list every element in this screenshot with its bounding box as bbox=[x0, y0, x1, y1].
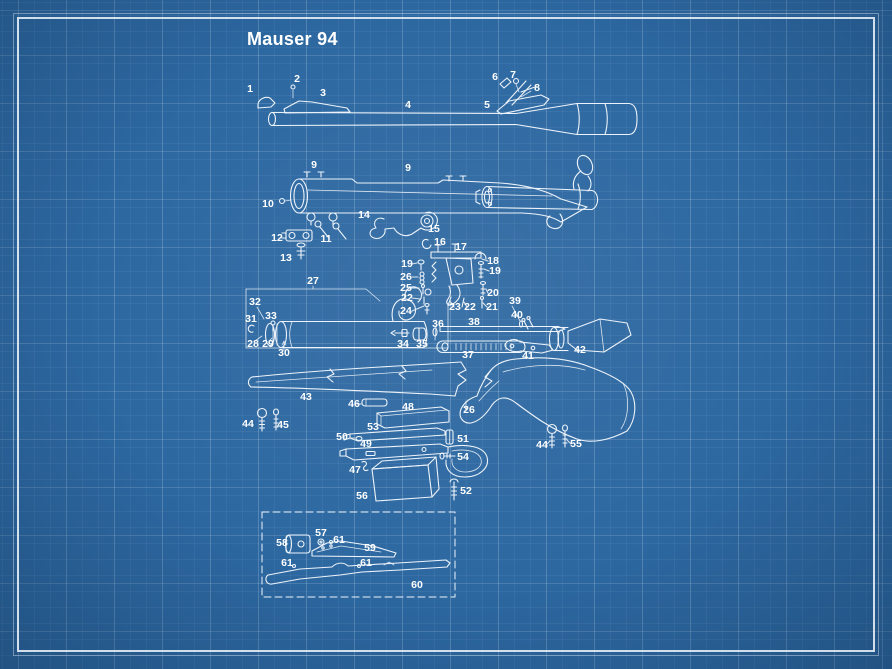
part-number-label: 13 bbox=[280, 252, 292, 264]
part-number-label: 46 bbox=[348, 398, 360, 410]
part-number-label: 48 bbox=[402, 401, 414, 413]
part-number-label: 3 bbox=[320, 87, 326, 99]
part-number-label: 5 bbox=[484, 99, 490, 111]
diagram-title: Mauser 94 bbox=[247, 29, 338, 49]
part-number-label: 10 bbox=[262, 198, 274, 210]
part-number-label: 53 bbox=[367, 421, 379, 433]
small-parts-group bbox=[256, 398, 569, 502]
receiver-group bbox=[278, 171, 588, 260]
cleaning-rod-box bbox=[261, 511, 456, 598]
part-number-label: 12 bbox=[271, 232, 283, 244]
part-number-label: 16 bbox=[434, 236, 446, 248]
part-number-label: 15 bbox=[428, 223, 440, 235]
part-number-label: 32 bbox=[249, 296, 261, 308]
part-number-label: 41 bbox=[522, 350, 534, 362]
part-number-label: 19 bbox=[489, 265, 501, 277]
part-number-label: 2 bbox=[294, 73, 300, 85]
part-number-label: 4 bbox=[405, 99, 411, 111]
part-number-label: 20 bbox=[487, 287, 499, 299]
magazine-tube-group bbox=[245, 285, 449, 351]
part-number-label: 54 bbox=[457, 451, 469, 463]
part-number-label: 47 bbox=[349, 464, 361, 476]
part-number-label: 11 bbox=[320, 233, 331, 245]
part-number-label: 19 bbox=[401, 258, 413, 270]
part-number-label: 29 bbox=[262, 338, 274, 350]
part-number-label: 61 bbox=[281, 557, 293, 569]
part-number-label: 28 bbox=[247, 338, 259, 350]
leader-lines bbox=[356, 258, 572, 446]
part-number-label: 21 bbox=[486, 301, 498, 313]
front-sight-group bbox=[257, 84, 351, 114]
part-number-label: 31 bbox=[245, 313, 257, 325]
part-number-label: 60 bbox=[411, 579, 423, 591]
part-number-label: 14 bbox=[358, 209, 370, 221]
part-number-label: 40 bbox=[511, 309, 523, 321]
part-number-label: 35 bbox=[416, 338, 428, 350]
part-number-label: 8 bbox=[534, 82, 540, 94]
part-number-label: 9 bbox=[311, 159, 317, 171]
part-number-label: 61 bbox=[333, 534, 345, 546]
part-number-label: 49 bbox=[360, 438, 372, 450]
part-number-label: 33 bbox=[265, 310, 277, 322]
part-number-label: 57 bbox=[315, 527, 327, 539]
part-number-label: 44 bbox=[536, 439, 548, 451]
striker-group bbox=[548, 318, 632, 353]
part-number-label: 56 bbox=[356, 490, 368, 502]
part-number-label: 24 bbox=[400, 305, 412, 317]
barrel bbox=[267, 102, 638, 136]
part-number-label: 37 bbox=[462, 349, 474, 361]
carrier-group bbox=[390, 305, 566, 354]
part-number-label: 25 bbox=[400, 282, 412, 294]
part-number-label: 39 bbox=[509, 295, 521, 307]
part-number-label: 34 bbox=[397, 338, 409, 350]
part-number-label: 36 bbox=[432, 318, 444, 330]
part-number-label: 26 bbox=[463, 404, 475, 416]
part-number-label: 38 bbox=[468, 316, 480, 328]
part-number-label: 9 bbox=[405, 162, 411, 174]
rear-sight-group bbox=[496, 77, 550, 115]
part-number-label: 61 bbox=[360, 557, 372, 569]
part-number-label: 43 bbox=[300, 391, 312, 403]
part-number-label: 1 bbox=[247, 83, 253, 95]
part-number-label: 45 bbox=[277, 419, 289, 431]
stock-group bbox=[247, 357, 636, 442]
part-number-label: 52 bbox=[460, 485, 472, 497]
part-number-label: 7 bbox=[510, 69, 516, 81]
part-number-label: 18 bbox=[487, 255, 499, 267]
part-number-label: 59 bbox=[364, 542, 376, 554]
part-number-label: 17 bbox=[455, 241, 467, 253]
part-number-label: 23 bbox=[449, 301, 461, 313]
part-number-label: 58 bbox=[276, 537, 288, 549]
part-number-label: 22 bbox=[464, 301, 476, 313]
part-number-label: 42 bbox=[574, 344, 586, 356]
part-number-label: 6 bbox=[492, 71, 498, 83]
part-number-label: 27 bbox=[307, 275, 319, 287]
bolt-assembly bbox=[475, 154, 599, 211]
part-number-label: 30 bbox=[278, 347, 290, 359]
part-number-label: 22 bbox=[401, 292, 413, 304]
part-number-label: 44 bbox=[242, 418, 254, 430]
part-number-label: 26 bbox=[400, 271, 412, 283]
part-number-label: 50 bbox=[336, 431, 348, 443]
trigger-group bbox=[369, 211, 487, 315]
part-number-label: 51 bbox=[457, 433, 469, 445]
part-number-label: 55 bbox=[570, 438, 582, 450]
